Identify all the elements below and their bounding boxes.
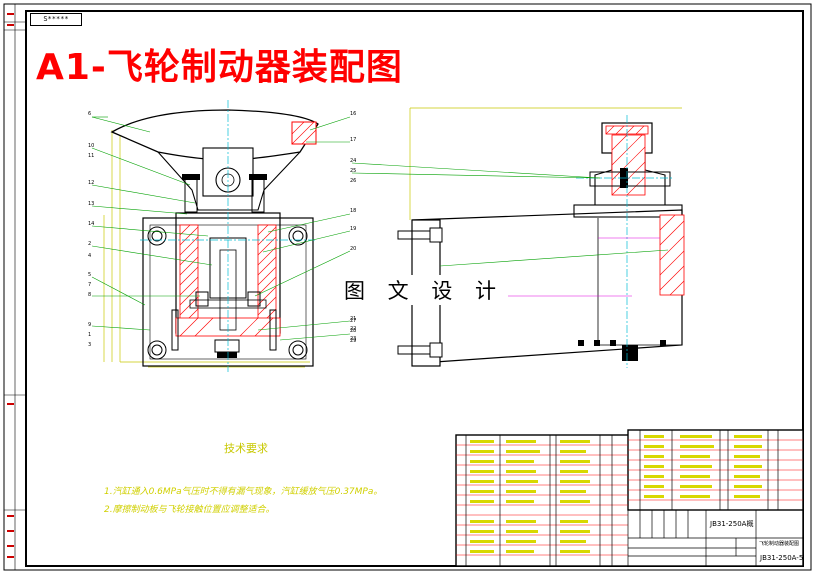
svg-text:1: 1 <box>88 332 91 338</box>
svg-text:29: 29 <box>350 338 356 344</box>
title-block-drawing-number: JB31-250A概 <box>710 520 754 528</box>
technical-requirement-2: 2.摩擦制动板与飞轮接触位置应调整适合。 <box>104 505 275 515</box>
svg-text:27: 27 <box>350 318 356 324</box>
svg-text:24: 24 <box>350 158 356 164</box>
title-block-part-number: JB31-250A-5 <box>760 554 804 562</box>
svg-text:22: 22 <box>350 326 356 332</box>
margin-labels <box>7 13 14 558</box>
inner-frame <box>25 10 804 567</box>
drawing-title: A1-飞轮制动器装配图 <box>36 47 403 88</box>
title-block <box>455 429 804 567</box>
svg-text:13: 13 <box>88 201 94 207</box>
svg-text:28: 28 <box>350 328 356 334</box>
technical-requirement-1: 1.汽缸通入0.6MPa气压时不得有漏气现象，汽缸缓放气压0.37MPa。 <box>104 487 383 497</box>
svg-text:19: 19 <box>350 226 356 232</box>
svg-text:17: 17 <box>350 137 356 143</box>
svg-text:26: 26 <box>350 178 356 184</box>
svg-text:10: 10 <box>88 143 94 149</box>
outer-border <box>3 3 812 571</box>
technical-requirements-heading: 技术要求 <box>224 442 268 455</box>
side-view: 24 25 26 27 28 29 <box>350 107 685 368</box>
title-block-name: 飞轮制动器装配图 <box>759 541 800 547</box>
svg-text:11: 11 <box>88 153 94 159</box>
svg-text:23: 23 <box>350 336 356 342</box>
svg-text:25: 25 <box>350 168 356 174</box>
svg-text:9: 9 <box>88 322 91 328</box>
svg-text:14: 14 <box>88 221 94 227</box>
svg-text:18: 18 <box>350 208 356 214</box>
svg-text:8: 8 <box>88 292 91 298</box>
svg-text:7: 7 <box>88 282 91 288</box>
svg-text:6: 6 <box>88 111 91 117</box>
watermark-text: 图 文 设 计 <box>340 275 509 305</box>
svg-text:5: 5 <box>88 272 91 278</box>
svg-text:21: 21 <box>350 316 356 322</box>
svg-text:20: 20 <box>350 246 356 252</box>
svg-text:16: 16 <box>350 111 356 117</box>
drawing-code-box: S***** <box>30 13 82 26</box>
svg-text:4: 4 <box>88 253 91 259</box>
svg-text:12: 12 <box>88 180 94 186</box>
svg-text:2: 2 <box>88 241 91 247</box>
svg-text:3: 3 <box>88 342 91 348</box>
